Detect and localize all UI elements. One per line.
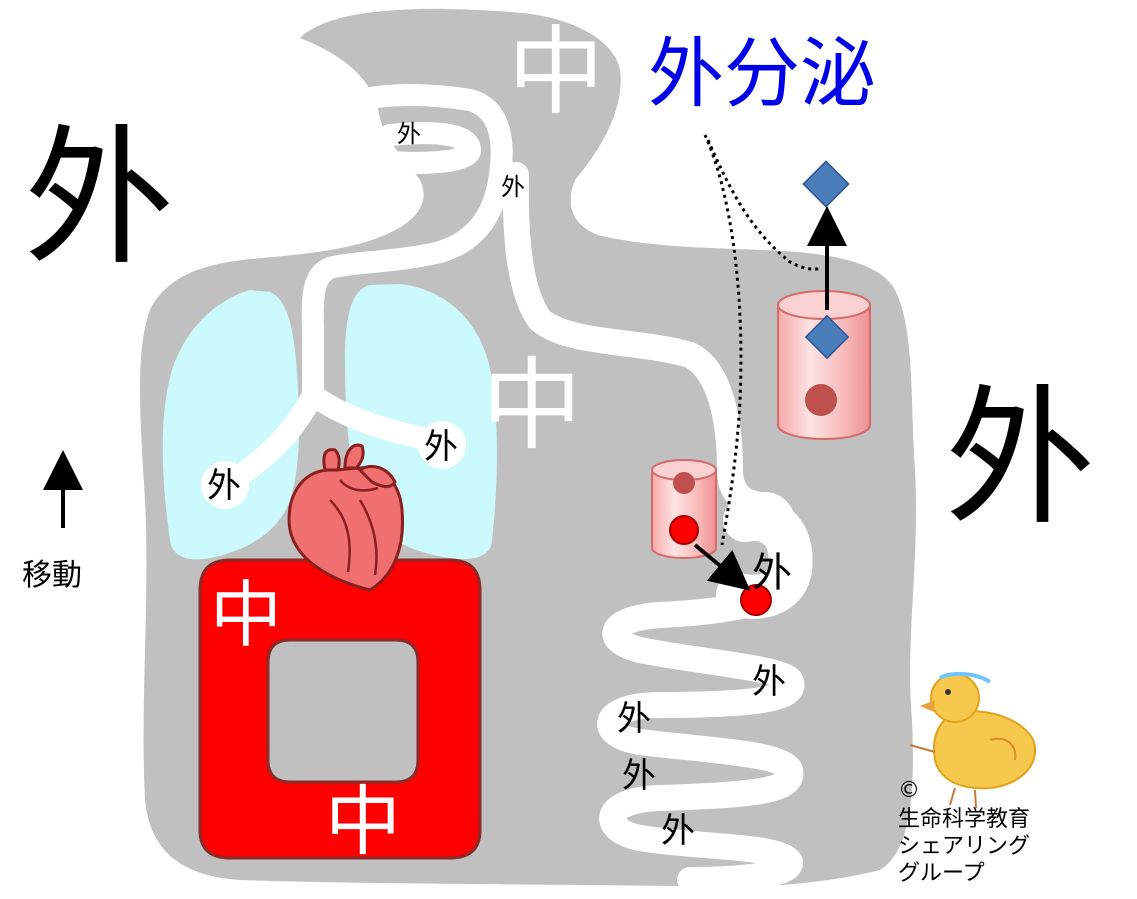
product-diamond-outer (802, 160, 850, 208)
outside-label-intestine-3: 外 (622, 756, 656, 796)
secreted-droplet (740, 584, 772, 616)
inside-label-chest: 中 (482, 347, 582, 464)
lung-tip-right (418, 421, 466, 469)
diagram-title: 外分泌 (648, 29, 876, 118)
copyright-line1: 生命科学教育 (898, 807, 1030, 832)
inside-label-vessel-top: 中 (210, 573, 282, 657)
outside-label-throat: 外 (501, 173, 525, 201)
duct-dotted-line-1 (703, 134, 743, 546)
lung-tip-left (201, 461, 249, 509)
airway-tube (219, 84, 513, 493)
outside-label-intestine-1: 外 (752, 662, 786, 702)
product-diamond-inner (804, 314, 850, 360)
outside-label-stomach: 外 (752, 550, 792, 596)
inside-label-vessel-bottom: 中 (325, 777, 401, 866)
movement-caption: 移動 (22, 558, 82, 593)
copyright-symbol: © (898, 778, 920, 803)
outside-label-lung-right: 外 (424, 427, 458, 467)
outside-label-right: 外 (945, 372, 1095, 546)
left-lung (162, 290, 300, 560)
blood-vessel (198, 558, 482, 860)
secretion-arrow (693, 543, 751, 591)
chick-icon (909, 671, 1037, 809)
inside-label-head: 中 (508, 16, 604, 128)
heart-icon (287, 443, 405, 592)
copyright-line3: グループ (898, 861, 985, 886)
outside-label-intestine-4: 外 (661, 811, 695, 851)
outside-label-left: 外 (24, 112, 174, 286)
outside-label-nose: 外 (397, 120, 421, 148)
outside-label-intestine-2: 外 (617, 699, 651, 739)
small-cell (651, 459, 717, 559)
large-cell (777, 290, 871, 440)
copyright-line2: シェアリング (898, 834, 1030, 859)
outside-label-lung-left: 外 (207, 466, 241, 506)
